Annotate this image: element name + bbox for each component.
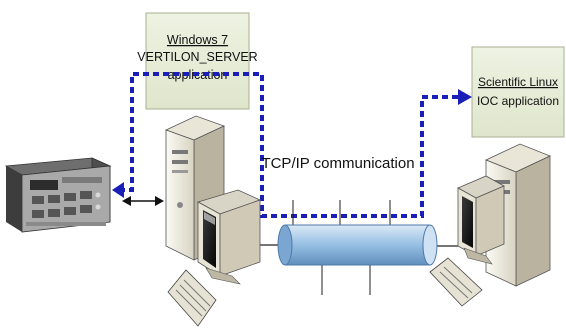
daq-instrument-icon: [4, 157, 112, 233]
left-arrowhead-icon: [112, 182, 124, 198]
tcp-ip-label: TCP/IP communication: [261, 155, 414, 172]
windows-os-label: Windows 7: [167, 33, 228, 47]
linux-label-box: Scientific Linux IOC application: [471, 46, 565, 138]
instrument-connection-arrow-icon: [122, 196, 164, 206]
windows-label-box: Windows 7 VERTILON_SERVER application: [137, 12, 258, 110]
windows-workstation-icon: [164, 115, 262, 327]
right-arrowhead-icon: [458, 89, 472, 105]
windows-keyboard-icon: [167, 269, 217, 327]
vertilon-server-label: VERTILON_SERVER: [137, 50, 257, 64]
data-flow-path: [112, 72, 472, 218]
network-pipe-icon: [258, 200, 458, 295]
linux-keyboard-icon: [429, 257, 483, 307]
linux-os-label: Scientific Linux: [478, 75, 558, 89]
linux-workstation-icon: [429, 143, 552, 307]
ioc-application-label: IOC application: [477, 94, 559, 108]
